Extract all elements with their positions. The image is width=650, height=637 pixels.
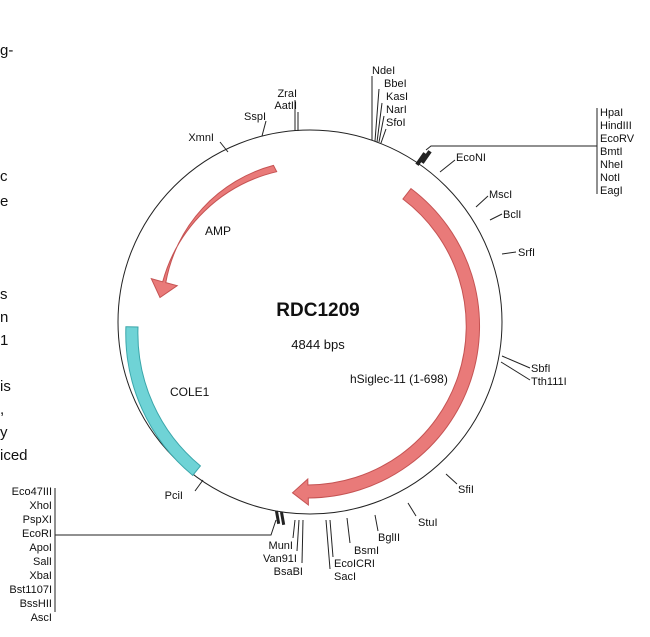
- feature-label-amp: AMP: [205, 224, 231, 238]
- plasmid-backbone: [117, 129, 503, 515]
- site-label-sali: SalI: [33, 556, 52, 568]
- mcs-marker: [274, 510, 281, 525]
- site-label-ecoicri: EcoICRI: [334, 558, 375, 570]
- site-label-aatii: AatII: [274, 100, 297, 112]
- text-fragment: iced: [0, 447, 28, 464]
- site-label-tth111i: Tth111I: [531, 376, 567, 388]
- site-label-pcii: PciI: [165, 490, 183, 502]
- site-leader-lines: [54, 76, 598, 612]
- site-label-van91i: Van91I: [263, 553, 297, 565]
- mcs-marker: [420, 150, 432, 164]
- site-label-sspi: SspI: [244, 111, 266, 123]
- site-label-asci: AscI: [31, 612, 52, 624]
- text-fragment: g-: [0, 42, 14, 59]
- cropped-text-column: g- c e s n 1 is , y iced: [0, 0, 70, 637]
- mcs-marker: [279, 511, 286, 526]
- site-label-msci: MscI: [489, 189, 512, 201]
- text-fragment: e: [0, 193, 9, 210]
- text-fragment: s: [0, 286, 8, 303]
- site-label-bmti: BmtI: [600, 146, 623, 158]
- amp-arrow: [150, 164, 278, 299]
- site-label-hindiii: HindIII: [600, 120, 632, 132]
- feature-label-cole1: COLE1: [170, 385, 210, 399]
- plasmid-size: 4844 bps: [291, 337, 345, 352]
- site-label-nari: NarI: [386, 104, 407, 116]
- site-label-bcli: BclI: [503, 209, 521, 221]
- site-label-muni: MunI: [269, 540, 293, 552]
- site-label-sfoi: SfoI: [386, 117, 406, 129]
- site-label-bglii: BglII: [378, 532, 400, 544]
- site-label-xmni: XmnI: [188, 132, 214, 144]
- feature-label-insert: hSiglec-11 (1-698): [350, 372, 448, 386]
- site-label-bsshii: BssHII: [20, 598, 52, 610]
- site-label-ecorv: EcoRV: [600, 133, 635, 145]
- site-label-econi: EcoNI: [456, 152, 486, 164]
- site-label-kasi: KasI: [386, 91, 408, 103]
- site-label-ecori: EcoRI: [22, 528, 52, 540]
- mcs-marker: [415, 152, 427, 166]
- text-fragment: n: [0, 309, 9, 326]
- text-fragment: ,: [0, 401, 5, 418]
- site-label-xbai: XbaI: [29, 570, 52, 582]
- site-label-apoi: ApoI: [29, 542, 52, 554]
- site-label-saci: SacI: [334, 571, 356, 583]
- site-label-hpai: HpaI: [600, 107, 623, 119]
- text-fragment: 1: [0, 332, 9, 349]
- site-label-xhoi: XhoI: [29, 500, 52, 512]
- site-label-ndei: NdeI: [372, 65, 395, 77]
- site-label-eagi: EagI: [600, 185, 623, 197]
- text-fragment: c: [0, 168, 8, 185]
- site-label-zrai: ZraI: [277, 88, 297, 100]
- site-label-bst1107i: Bst1107I: [9, 584, 52, 596]
- site-label-sfii: SfiI: [458, 484, 474, 496]
- site-label-bbei: BbeI: [384, 78, 407, 90]
- site-label-nhei: NheI: [600, 159, 623, 171]
- text-fragment: is: [0, 378, 11, 395]
- site-label-pspxi: PspXI: [23, 514, 52, 526]
- plasmid-name: RDC1209: [276, 300, 359, 321]
- text-fragment: y: [0, 424, 8, 441]
- site-label-sbfi: SbfI: [531, 363, 551, 375]
- site-label-stui: StuI: [418, 517, 438, 529]
- site-label-srfi: SrfI: [518, 247, 535, 259]
- site-label-eco47iii: Eco47III: [12, 486, 52, 498]
- site-label-noti: NotI: [600, 172, 620, 184]
- site-label-bsabi: BsaBI: [274, 566, 303, 578]
- cole1-feature: [125, 326, 202, 477]
- site-label-bsmi: BsmI: [354, 545, 379, 557]
- hsiglec-11-arrow: [291, 187, 481, 507]
